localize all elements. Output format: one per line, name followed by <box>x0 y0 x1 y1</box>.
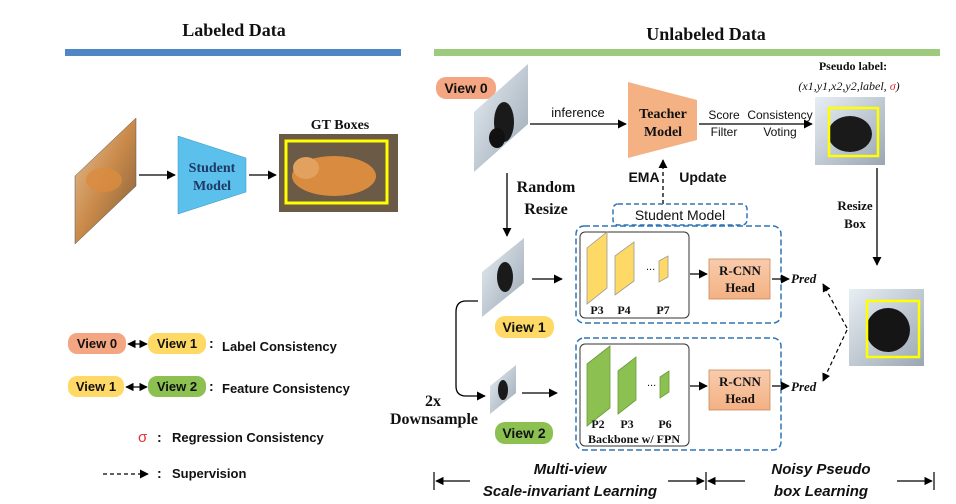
student-model-shape <box>177 135 247 215</box>
legend-feature-consistency: Feature Consistency <box>222 381 351 396</box>
fpn-bottom-p2 <box>586 345 611 427</box>
pseudo-label-title: Pseudo label: <box>819 59 887 73</box>
rcnn-head-top <box>708 258 771 300</box>
fpn-bottom-ellipsis: ... <box>647 377 656 389</box>
gt-image <box>279 134 398 212</box>
update-label: Update <box>679 169 727 185</box>
teacher-model-label-2: Model <box>644 125 682 140</box>
unlabeled-data-title: Unlabeled Data <box>646 24 766 44</box>
legend-colon-2: : <box>209 378 214 394</box>
resized-target-image <box>849 289 924 366</box>
student-model-tag <box>612 203 748 226</box>
view1-text: View 1 <box>502 319 546 335</box>
noisy-label-2: box Learning <box>774 483 868 500</box>
ema-label: EMA <box>628 169 659 185</box>
teacher-model-label-1: Teacher <box>639 107 687 122</box>
view1-bear-image <box>482 238 524 317</box>
fpn-bottom-label-p3: P3 <box>620 417 633 431</box>
legend-colon-3: : <box>157 429 162 445</box>
legend-sigma: σ <box>138 429 148 446</box>
pseudo-label-suffix: ) <box>895 79 900 93</box>
pseudo-bounding-box <box>827 106 880 158</box>
fpn-top-label-p3: P3 <box>590 303 603 317</box>
labeled-cat-image <box>74 117 137 245</box>
fpn-top-label-p7: P7 <box>656 303 669 317</box>
legend-view1-text: View 1 <box>157 336 197 351</box>
pseudo-label-tuple: (x1,y1,x2,y2,label, σ) <box>798 79 899 93</box>
legend-colon-4: : <box>157 465 162 481</box>
gt-boxes-title: GT Boxes <box>311 118 370 133</box>
fpn-bottom-p3 <box>617 356 637 415</box>
downsample-label: Downsample <box>390 411 478 428</box>
view0-pill <box>436 77 496 99</box>
view2-text: View 2 <box>502 425 546 441</box>
legend-view2-pill <box>148 376 206 397</box>
pseudo-label-image <box>815 97 885 165</box>
gt-bounding-box <box>284 139 389 205</box>
resize-label: Resize <box>837 198 873 213</box>
rcnn-head-bottom-label-1: R-CNN <box>719 374 761 389</box>
fpn-top-ellipsis: ... <box>646 261 655 273</box>
box-label: Box <box>844 216 866 231</box>
legend-view2-text: View 2 <box>157 379 197 394</box>
teacher-model-shape <box>628 82 697 158</box>
downsample-2x: 2x <box>425 393 441 410</box>
fpn-top-label-p4: P4 <box>617 303 630 317</box>
rcnn-head-top-label-2: Head <box>725 280 755 295</box>
pred-bottom: Pred <box>791 379 817 394</box>
multiview-label-1: Multi-view <box>534 461 608 478</box>
view2-pill <box>495 422 553 444</box>
legend-colon-1: : <box>209 335 214 351</box>
rcnn-head-bottom <box>708 369 771 411</box>
resize-label-2: Resize <box>524 201 568 218</box>
legend-view1-pill-2 <box>68 376 124 397</box>
noisy-label-1: Noisy Pseudo <box>771 461 870 478</box>
fpn-top-p7 <box>658 255 669 283</box>
consistency-label: Consistency <box>747 108 812 122</box>
labeled-data-title: Labeled Data <box>182 20 286 40</box>
legend-supervision: Supervision <box>172 466 246 481</box>
rcnn-head-bottom-label-2: Head <box>725 391 755 406</box>
inference-label: inference <box>551 105 604 120</box>
supervision-arrow-top <box>822 283 848 329</box>
view2-bear-image <box>490 365 516 414</box>
fpn-top-p4 <box>614 241 635 296</box>
filter-label: Filter <box>711 125 738 139</box>
legend-regression-consistency: Regression Consistency <box>172 430 324 445</box>
pseudo-label-sigma: σ <box>890 79 897 93</box>
rcnn-head-top-label-1: R-CNN <box>719 263 761 278</box>
random-label: Random <box>517 179 576 196</box>
view1-pill <box>495 316 554 338</box>
fpn-top-p3 <box>586 231 608 305</box>
legend-view1-text-2: View 1 <box>76 379 116 394</box>
student-model-tag-text: Student Model <box>635 207 725 223</box>
resized-bounding-box <box>865 299 921 359</box>
legend-view0-text: View 0 <box>77 336 117 351</box>
legend-view1-pill <box>148 333 206 354</box>
view0-bear-image <box>474 64 528 172</box>
fpn-bottom-p6 <box>659 370 670 399</box>
student-model-label-2: Model <box>193 179 231 194</box>
score-label: Score <box>708 108 740 122</box>
labeled-data-bar <box>65 49 401 56</box>
view0-text: View 0 <box>444 80 488 96</box>
student-branch-bottom <box>575 337 782 451</box>
fpn-bottom-label-p6: P6 <box>658 417 671 431</box>
unlabeled-data-bar <box>434 49 940 56</box>
student-model-label-1: Student <box>189 161 236 176</box>
multiview-label-2: Scale-invariant Learning <box>483 483 657 500</box>
pred-top: Pred <box>791 271 817 286</box>
student-branch-top <box>575 225 782 324</box>
backbone-fpn-label: Backbone w/ FPN <box>588 432 680 446</box>
downsample-path <box>455 300 486 401</box>
legend-label-consistency: Label Consistency <box>222 339 338 354</box>
supervision-arrow-bottom <box>822 329 848 382</box>
legend: View 0 View 1 : Label Consistency View 1… <box>68 333 351 481</box>
legend-view0-pill <box>68 333 126 354</box>
pseudo-label-prefix: (x1,y1,x2,y2,label, <box>798 79 889 93</box>
voting-label: Voting <box>763 125 796 139</box>
fpn-bottom-label-p2: P2 <box>591 417 604 431</box>
